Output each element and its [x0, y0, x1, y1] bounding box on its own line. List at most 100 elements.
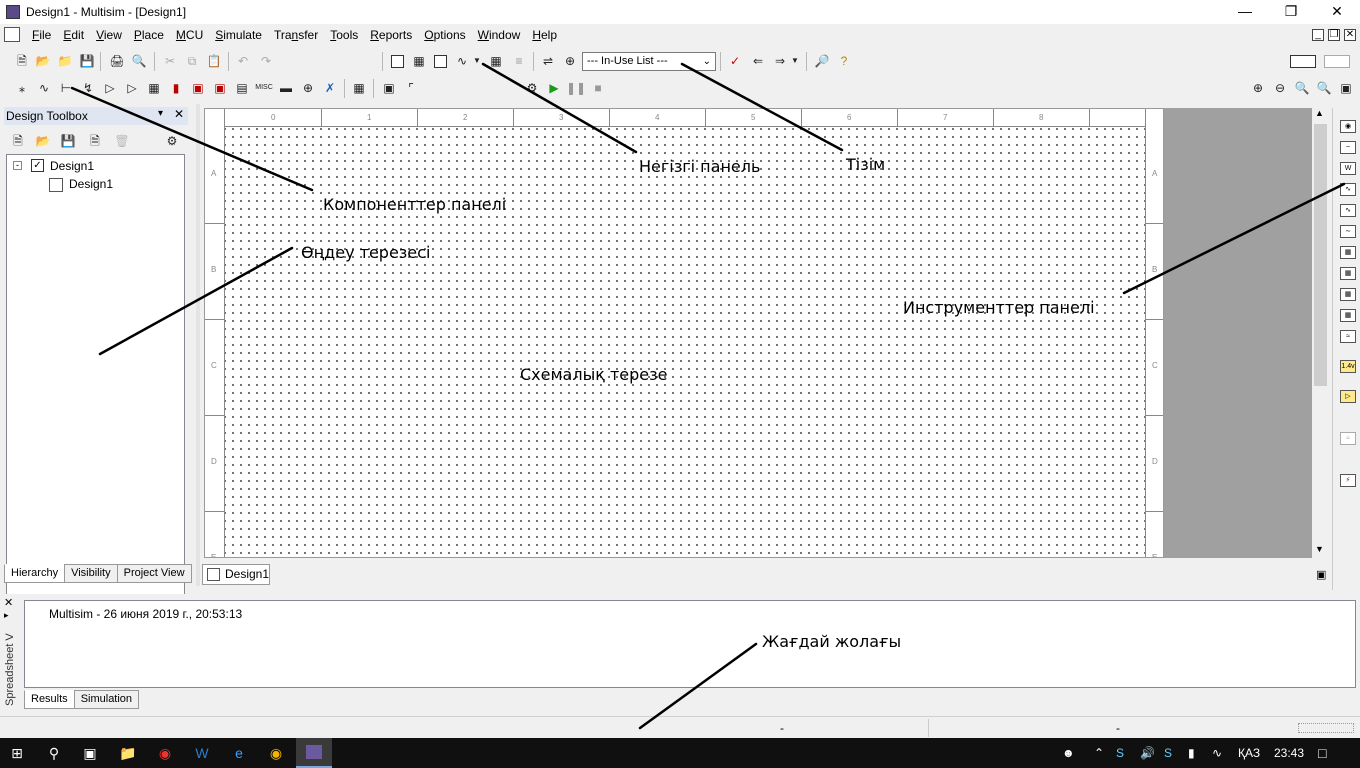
zoom-full-icon[interactable]: ▣	[1340, 81, 1352, 95]
check-erc-icon[interactable]: ✓	[729, 54, 741, 68]
tektronix-icon[interactable]: ⚡	[1340, 474, 1356, 487]
menu-tools[interactable]: Tools	[330, 28, 359, 42]
menu-mcu[interactable]: MCU	[175, 28, 204, 42]
new-design-icon[interactable]: 🗎	[13, 134, 23, 148]
place-rf-icon[interactable]: ⊕	[302, 81, 314, 95]
wifi-icon[interactable]: ∿	[1212, 746, 1223, 760]
annotate-dropdown-icon[interactable]: ▼	[791, 56, 799, 65]
windows-start-icon[interactable]: ⊞	[11, 745, 23, 761]
save-design-icon[interactable]: 💾	[60, 134, 76, 148]
volume-icon[interactable]: 🔊	[1140, 746, 1155, 760]
tab-simulation[interactable]: Simulation	[73, 690, 140, 709]
function-generator-icon[interactable]: ~	[1340, 141, 1356, 154]
doc-tab-options-icon[interactable]: ▣	[1316, 569, 1327, 581]
undo-icon[interactable]: ↶	[237, 54, 249, 68]
language-indicator[interactable]: ҚАЗ	[1238, 746, 1261, 760]
people-icon[interactable]: ☻	[1062, 746, 1075, 760]
pause-simulation-icon[interactable]: ❚❚	[566, 81, 587, 95]
restore-button[interactable]: ❐	[1284, 3, 1298, 19]
save-icon[interactable]: 💾	[79, 54, 95, 68]
battery-icon[interactable]: ▮	[1188, 746, 1195, 760]
menu-place[interactable]: Place	[133, 28, 164, 42]
grapher-icon[interactable]: ∿	[456, 54, 468, 68]
place-misc-icon[interactable]: MISC	[255, 84, 273, 91]
place-cmos-icon[interactable]: ▦	[148, 81, 160, 95]
place-hierarchical-block-icon[interactable]: ▣	[383, 81, 395, 95]
tab-design1[interactable]: Design1	[202, 564, 270, 585]
bode-plotter-icon[interactable]: ∼	[1340, 225, 1356, 238]
help-icon[interactable]: ?	[840, 54, 848, 68]
multimeter-icon[interactable]: ◉	[1340, 120, 1356, 133]
mdi-close-button[interactable]: ✕	[1344, 29, 1356, 41]
cut-icon[interactable]: ✂	[164, 54, 176, 68]
menu-help[interactable]: Help	[532, 28, 558, 42]
current-probe-icon[interactable]: ≈	[1340, 432, 1356, 445]
clock[interactable]: 23:43	[1274, 746, 1305, 760]
show-hidden-icons[interactable]: ⌃	[1094, 746, 1105, 760]
vertical-scrollbar[interactable]: ▲ ▼	[1312, 108, 1329, 558]
toolbox-close-icon[interactable]: ✕	[174, 107, 185, 121]
camera-app-icon[interactable]: ◉	[158, 745, 172, 761]
labview-instrument-icon[interactable]: ▷	[1340, 390, 1356, 403]
close-button[interactable]: ✕	[1331, 3, 1343, 19]
splitter[interactable]	[196, 104, 200, 586]
menu-options[interactable]: Options	[424, 28, 466, 42]
paste-icon[interactable]: 📋	[206, 54, 222, 68]
back-annotate-icon[interactable]: ⇐	[752, 54, 764, 68]
forward-annotate-icon[interactable]: ⇒	[774, 54, 786, 68]
toolbox-pin-icon[interactable]: ▾	[158, 108, 164, 119]
stop-simulation-icon[interactable]: ■	[594, 81, 602, 95]
place-bus-icon[interactable]: ⌜	[408, 81, 414, 95]
component-wizard-icon[interactable]: ⇌	[542, 54, 554, 68]
measurement-probe-icon[interactable]: 1.4v	[1340, 360, 1356, 373]
open-icon[interactable]: 📂	[35, 54, 51, 68]
logic-converter-icon[interactable]: ▦	[1340, 309, 1356, 322]
wattmeter-icon[interactable]: W	[1340, 162, 1356, 175]
place-basic-icon[interactable]: ∿	[38, 81, 50, 95]
in-use-list-select[interactable]: --- In-Use List --- ⌄	[582, 52, 716, 71]
menu-window[interactable]: Window	[477, 28, 521, 42]
tree-child-label[interactable]: Design1	[69, 177, 114, 191]
sheet-properties-icon[interactable]	[430, 52, 450, 70]
mdi-restore-button[interactable]: ❐	[1328, 29, 1340, 41]
zoom-out-icon[interactable]: ⊖	[1274, 81, 1286, 95]
menu-simulate[interactable]: Simulate	[215, 28, 262, 42]
layout-view-icon[interactable]	[1322, 52, 1352, 70]
place-mixed-icon[interactable]: ▣	[192, 81, 204, 95]
zoom-fit-icon[interactable]: 🔍	[1316, 81, 1332, 95]
scrollbar-thumb[interactable]	[1314, 124, 1327, 386]
document-icon[interactable]	[4, 27, 20, 42]
place-indicator-icon[interactable]: ▣	[214, 81, 226, 95]
hierarchy-icon[interactable]: ≡	[515, 54, 523, 68]
database-manager-icon[interactable]: ▦	[490, 54, 502, 68]
scroll-down-icon[interactable]: ▼	[1315, 544, 1324, 554]
menu-edit[interactable]: Edit	[63, 28, 85, 42]
frequency-counter-icon[interactable]: ▦	[1340, 246, 1356, 259]
spreadsheet-pin-icon[interactable]: ▸	[4, 610, 9, 620]
logic-analyzer-icon[interactable]: ▦	[1340, 288, 1356, 301]
mdi-minimize-button[interactable]: _	[1312, 29, 1324, 41]
place-misc-digital-icon[interactable]: ▮	[172, 81, 180, 95]
tab-results[interactable]: Results	[24, 690, 75, 709]
place-analog-icon[interactable]: ▷	[105, 81, 115, 95]
spreadsheet-close-icon[interactable]: ✕	[4, 597, 14, 609]
menu-view[interactable]: View	[96, 28, 122, 42]
run-simulation-icon[interactable]: ▶	[549, 81, 559, 95]
zoom-area-icon[interactable]: 🔍	[1294, 81, 1310, 95]
delete-design-icon[interactable]: 🗑	[114, 134, 130, 148]
tab-hierarchy[interactable]: Hierarchy	[4, 564, 66, 583]
place-transistor-icon[interactable]: ↯	[82, 81, 94, 95]
menu-reports[interactable]: Reports	[370, 28, 413, 42]
place-source-icon[interactable]: ⁎	[19, 81, 25, 95]
minimize-button[interactable]: —	[1238, 3, 1252, 19]
search-icon[interactable]: ⚲	[48, 745, 60, 761]
tab-project-view[interactable]: Project View	[116, 564, 192, 583]
task-view-icon[interactable]: ▣	[83, 745, 97, 761]
multisim-taskbar-button[interactable]	[296, 738, 332, 768]
close-design-icon[interactable]: 🗎	[90, 134, 100, 148]
chrome-icon[interactable]: ◉	[269, 745, 283, 761]
menu-file[interactable]: File	[32, 28, 52, 42]
notifications-icon[interactable]: □	[1318, 745, 1327, 761]
word-generator-icon[interactable]: ▦	[1340, 267, 1356, 280]
oscilloscope-icon[interactable]: ∿	[1340, 183, 1356, 196]
